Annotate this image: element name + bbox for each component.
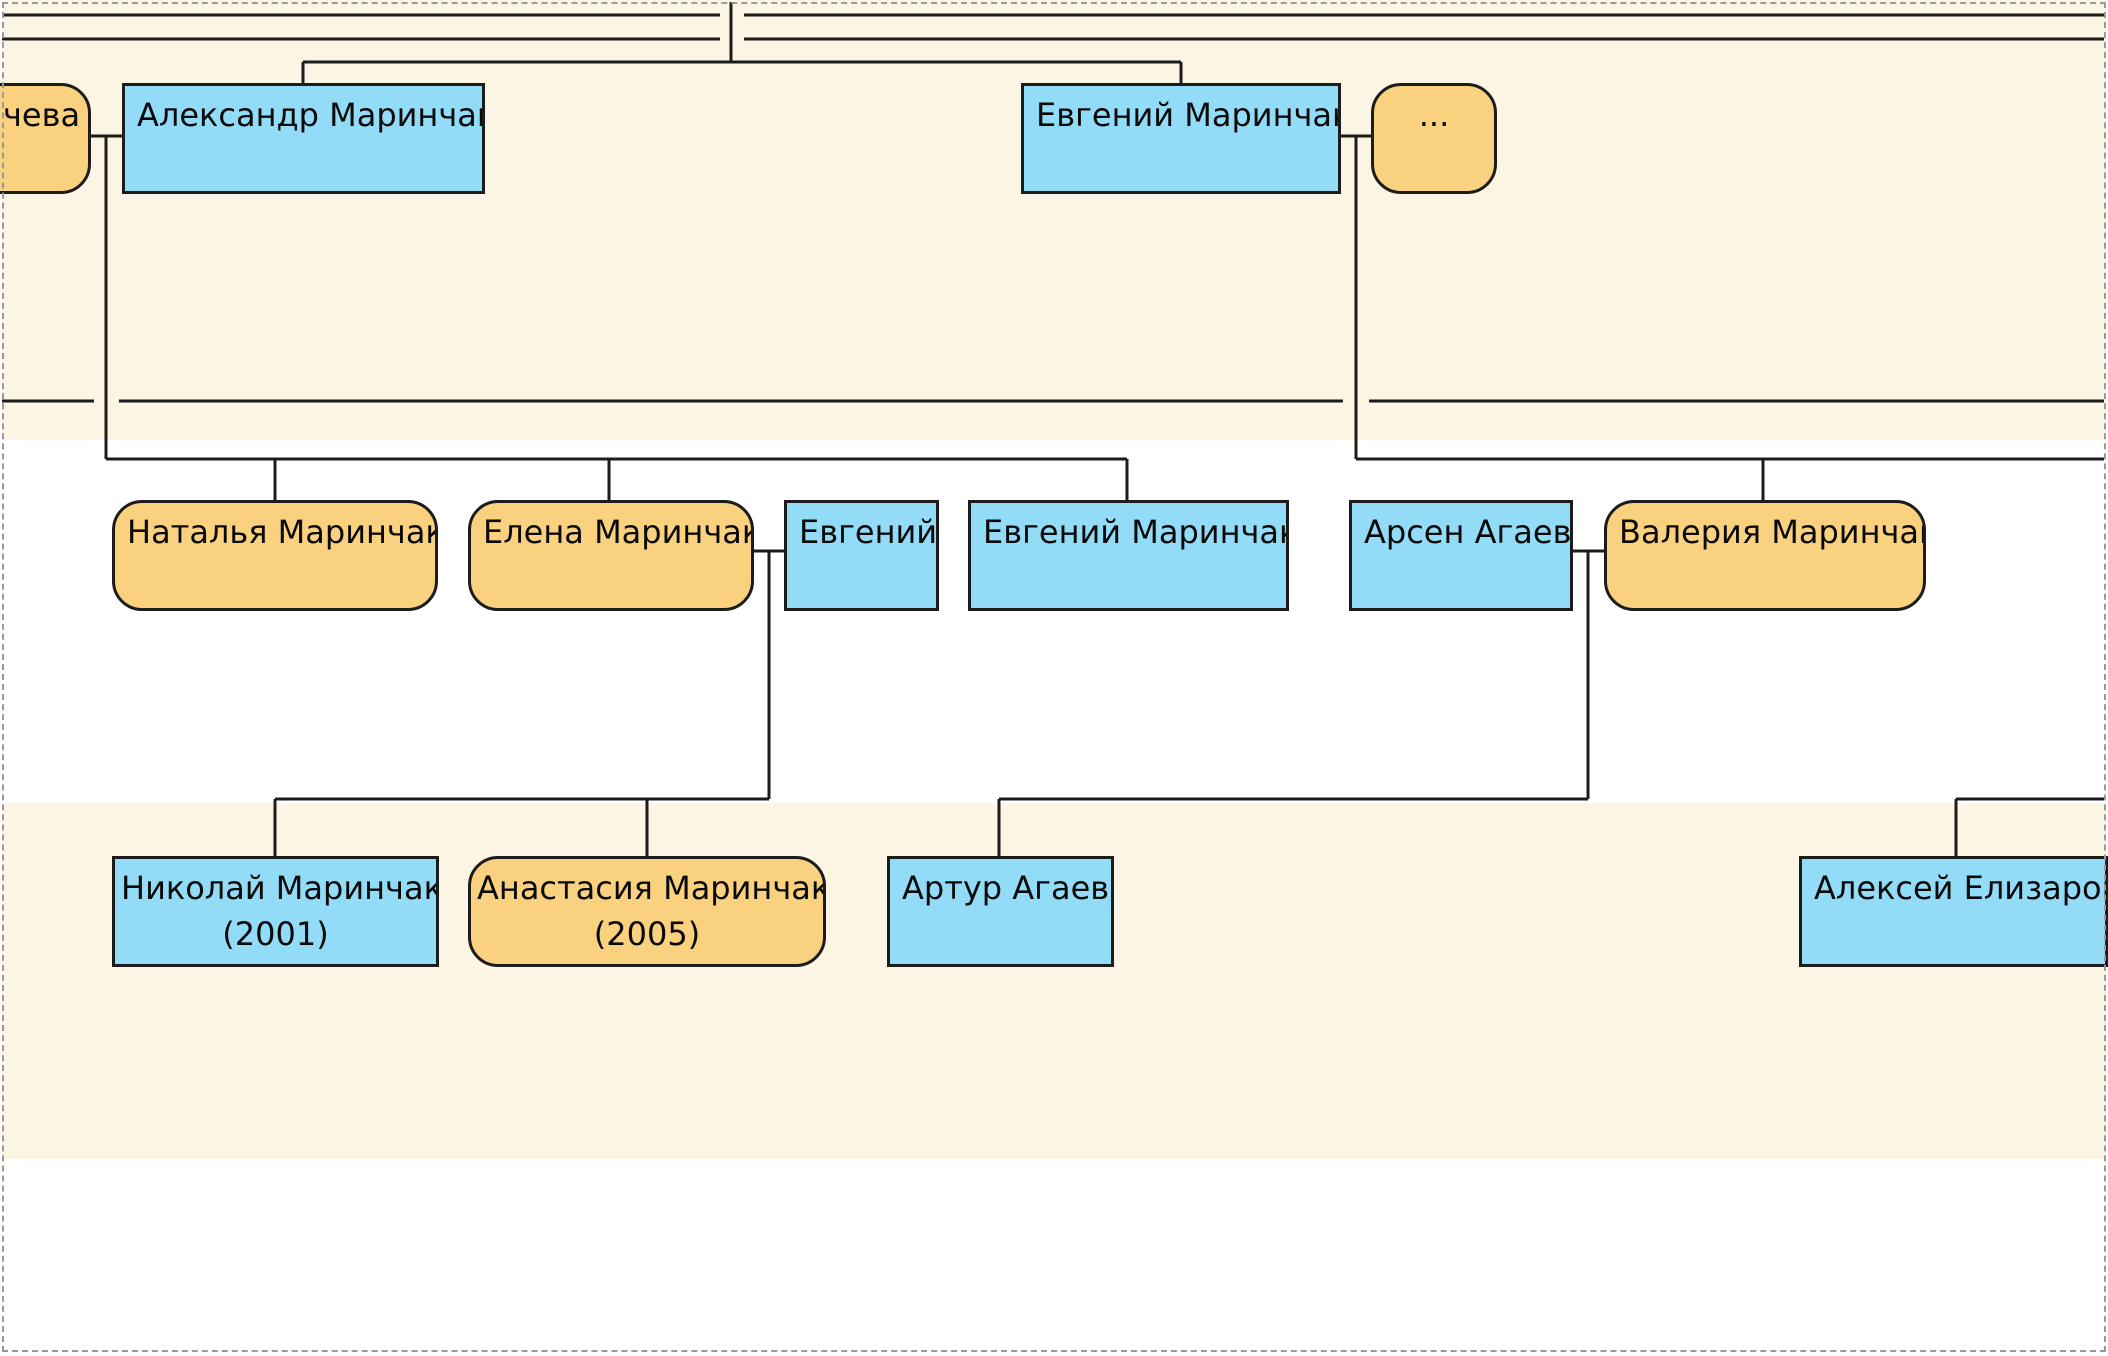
person-card-arsen[interactable]: Арсен Агаев [1349, 500, 1573, 611]
person-card-elena[interactable]: Елена Маринчак [468, 500, 754, 611]
person-card-evgeniy-jr[interactable]: Евгений Маринчак [968, 500, 1289, 611]
person-card-valeria[interactable]: Валерия Маринчак [1604, 500, 1926, 611]
person-card-evgeniy-spouse[interactable]: Евгений [784, 500, 939, 611]
person-name: Евгений Маринчак [983, 513, 1289, 551]
person-name: Валерия Маринчак [1619, 513, 1926, 551]
person-card-evgeniy-sr[interactable]: Евгений Маринчак [1021, 83, 1341, 194]
person-card-partial[interactable]: чева [0, 83, 91, 194]
person-card-natalya[interactable]: Наталья Маринчак [112, 500, 438, 611]
person-name: Евгений Маринчак [1036, 96, 1341, 134]
person-card-aleksandr[interactable]: Александр Маринчак [122, 83, 485, 194]
person-name: Наталья Маринчак [127, 513, 438, 551]
person-birth-year: (2005) [593, 915, 701, 953]
person-name: Александр Маринчак [137, 96, 485, 134]
generation-band-1 [2, 0, 2106, 440]
person-name: Евгений [799, 513, 938, 551]
person-card-anastasia[interactable]: Анастасия Маринчак (2005) [468, 856, 826, 967]
person-card-ellipsis[interactable]: ... [1371, 83, 1497, 194]
person-birth-year: (2001) [222, 915, 329, 953]
person-card-aleksey[interactable]: Алексей Елизаров [1799, 856, 2108, 967]
person-name: Николай Маринчак [121, 869, 439, 907]
person-name: Алексей Елизаров [1814, 869, 2108, 907]
person-card-artur[interactable]: Артур Агаев [887, 856, 1114, 967]
person-name: Арсен Агаев [1364, 513, 1572, 551]
person-name: чева [3, 96, 81, 134]
person-name: Елена Маринчак [483, 513, 754, 551]
person-name: ... [1418, 96, 1450, 134]
person-card-nikolay[interactable]: Николай Маринчак (2001) [112, 856, 439, 967]
person-name: Артур Агаев [902, 869, 1110, 907]
person-name: Анастасия Маринчак [477, 869, 826, 907]
